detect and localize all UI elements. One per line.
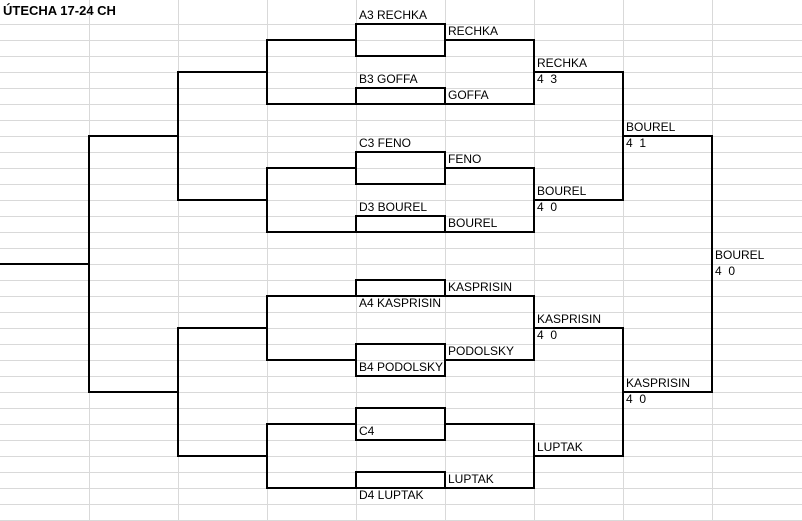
r1-entry-b3[interactable]: B3 GOFFA [359,72,418,86]
r2-entry-5[interactable]: KASPRISIN [448,280,513,294]
r1-entry-c4[interactable]: C4 [359,424,375,438]
r1-entry-a3[interactable]: A3 RECHKA [359,8,428,22]
r3-entry-3[interactable]: KASPRISIN [537,312,602,326]
r2-entry-2[interactable]: GOFFA [448,88,489,102]
r1-entry-d3[interactable]: D3 BOUREL [359,200,428,214]
r2-entry-3[interactable]: FENO [448,152,482,166]
final-score[interactable]: 4 0 [715,264,736,278]
r4-entry-1[interactable]: BOUREL [626,120,676,134]
r3-entry-2[interactable]: BOUREL [537,184,587,198]
sheet-title[interactable]: ÚTECHA 17-24 CH [3,3,116,18]
r1-entry-b4[interactable]: B4 PODOLSKY [359,360,444,374]
r1-entry-c3[interactable]: C3 FENO [359,136,412,150]
r4-score-2[interactable]: 4 0 [626,392,647,406]
r3-score-3[interactable]: 4 0 [537,328,558,342]
r3-score-1[interactable]: 4 3 [537,72,558,86]
final-winner[interactable]: BOUREL [715,248,765,262]
r3-entry-4[interactable]: LUPTAK [537,440,583,454]
r2-entry-4[interactable]: BOUREL [448,216,498,230]
r4-entry-2[interactable]: KASPRISIN [626,376,691,390]
r1-entry-a4[interactable]: A4 KASPRISIN [359,296,442,310]
r2-entry-7[interactable]: LUPTAK [448,472,494,486]
r2-entry-6[interactable]: PODOLSKY [448,344,515,358]
r1-entry-d4[interactable]: D4 LUPTAK [359,488,424,502]
r4-score-1[interactable]: 4 1 [626,136,647,150]
r3-entry-1[interactable]: RECHKA [537,56,588,70]
r3-score-2[interactable]: 4 0 [537,200,558,214]
r2-entry-1[interactable]: RECHKA [448,24,499,38]
